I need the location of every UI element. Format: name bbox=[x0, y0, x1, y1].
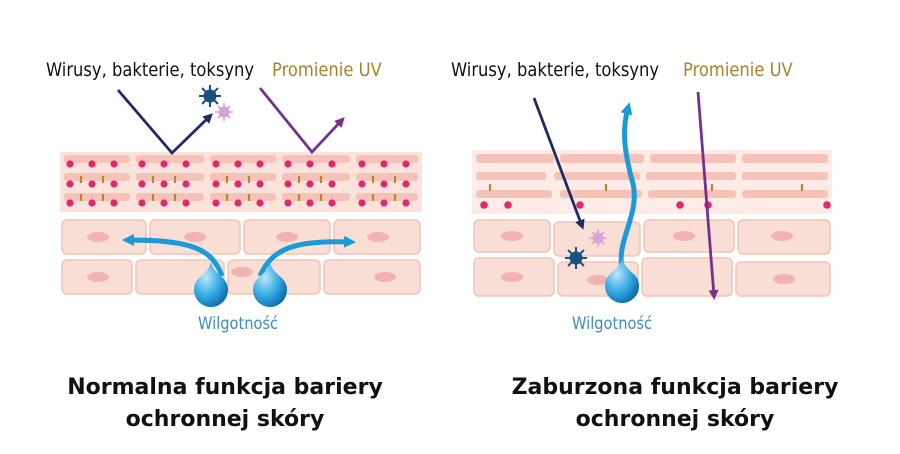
uv-arrow-reflected bbox=[258, 87, 345, 155]
caption: Normalna funkcja bariery ochronnej skóry bbox=[0, 372, 450, 436]
virus-icon bbox=[565, 247, 587, 269]
caption-line-1: Zaburzona funkcja bariery bbox=[511, 375, 839, 400]
lipid-dots bbox=[66, 160, 410, 207]
caption-line-2: ochronnej skóry bbox=[575, 407, 775, 432]
lipid-ticks bbox=[79, 176, 397, 201]
moisture-drop-icon bbox=[194, 262, 228, 307]
impaired-barrier-illustration bbox=[472, 91, 832, 303]
uv-label: Promienie UV bbox=[272, 59, 382, 81]
skin-cells bbox=[473, 219, 831, 297]
stratum-corneum bbox=[60, 152, 422, 212]
bacteria-icon bbox=[215, 103, 233, 121]
pathogens-label: Wirusy, bakterie, toksyny bbox=[46, 59, 255, 81]
moisture-label: Wilgotność bbox=[198, 314, 279, 334]
pathogens-label: Wirusy, bakterie, toksyny bbox=[451, 59, 660, 81]
moisture-label: Wilgotność bbox=[572, 314, 653, 334]
normal-barrier-illustration bbox=[60, 85, 422, 307]
cell-nuclei bbox=[87, 232, 396, 282]
caption-line-1: Normalna funkcja bariery bbox=[67, 375, 383, 400]
moisture-drop-icon bbox=[253, 262, 287, 307]
impaired-barrier-panel: Wirusy, bakterie, toksyny Promienie UV W… bbox=[450, 0, 900, 454]
moisture-retained bbox=[122, 234, 356, 307]
pathogen-arrow-penetrating bbox=[532, 97, 585, 230]
skin-cells bbox=[61, 219, 421, 295]
pathogen-arrow-reflected bbox=[116, 89, 213, 156]
caption-line-2: ochronnej skóry bbox=[125, 407, 325, 432]
cell-nuclei bbox=[501, 231, 795, 285]
caption: Zaburzona funkcja bariery ochronnej skór… bbox=[450, 372, 900, 436]
moisture-escaping bbox=[605, 102, 639, 303]
moisture-drop-icon bbox=[605, 258, 639, 303]
normal-barrier-panel: Wirusy, bakterie, toksyny Promienie UV W… bbox=[0, 59, 450, 436]
uv-label: Promienie UV bbox=[683, 59, 793, 81]
lipid-dots bbox=[480, 201, 831, 209]
bacteria-icon bbox=[589, 229, 607, 247]
virus-icon bbox=[199, 85, 221, 107]
uv-arrow-penetrating bbox=[696, 91, 719, 300]
stratum-corneum-damaged bbox=[472, 150, 832, 214]
